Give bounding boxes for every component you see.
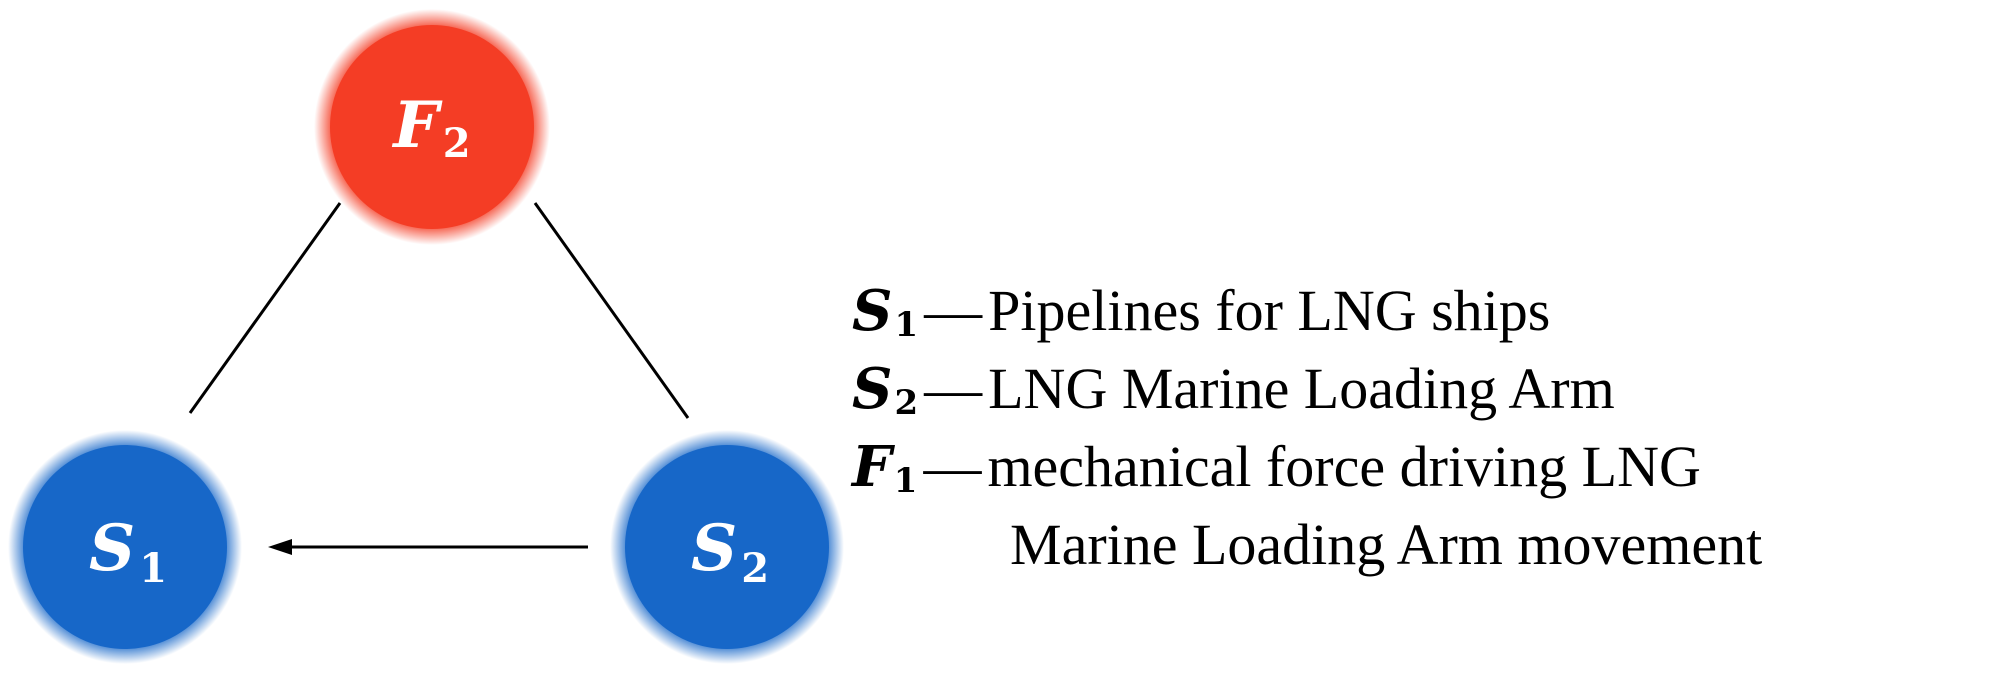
link-f2-s1 (188, 202, 342, 414)
legend-text: Pipelines for LNG ships (988, 278, 1551, 343)
legend-text: LNG Marine Loading Arm (988, 356, 1615, 421)
link-f2-s2 (533, 202, 690, 419)
legend-dash: — (923, 434, 982, 499)
legend-text: mechanical force driving LNG (987, 434, 1701, 499)
legend-symbol: S1 (852, 278, 919, 345)
arrowhead (268, 539, 292, 555)
legend: S1—Pipelines for LNG ships S2—LNG Marine… (852, 272, 1972, 584)
legend-item-s1: S1—Pipelines for LNG ships (852, 272, 1972, 350)
legend-symbol: S2 (852, 356, 919, 423)
legend-dash: — (924, 356, 983, 421)
legend-text-continuation: Marine Loading Arm movement (1010, 512, 1763, 577)
legend-symbol: F1 (852, 434, 918, 501)
legend-dash: — (924, 278, 983, 343)
legend-item-s2: S2—LNG Marine Loading Arm (852, 350, 1972, 428)
legend-item-f1: F1—mechanical force driving LNG (852, 428, 1972, 506)
